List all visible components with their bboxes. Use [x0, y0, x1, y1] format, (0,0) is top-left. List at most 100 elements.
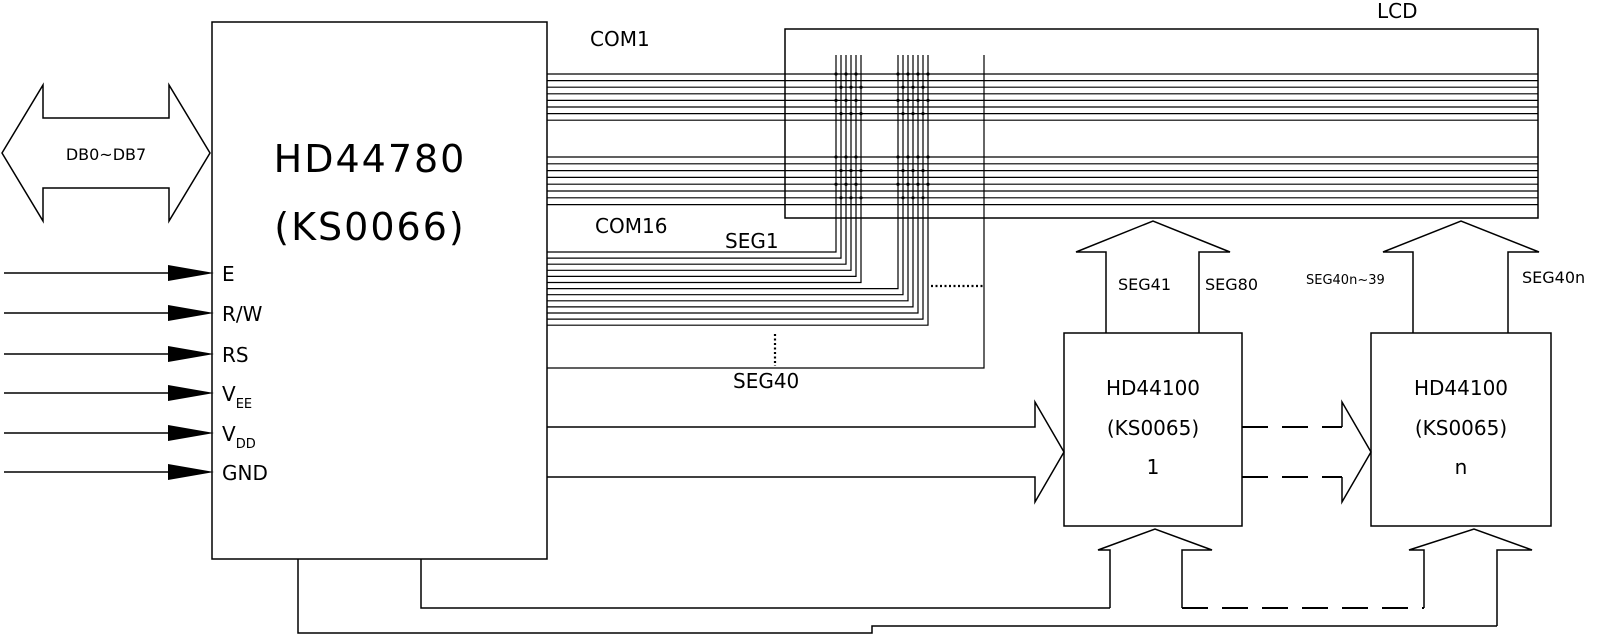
pixel-dot	[859, 169, 863, 173]
driver-n-input-arrow	[1408, 528, 1533, 626]
seg-line	[547, 55, 904, 296]
pixel-dot	[916, 98, 920, 102]
pixel-dot	[844, 72, 848, 76]
com16-label: COM16	[595, 214, 667, 238]
pin-label: GND	[222, 461, 268, 485]
driver-1-name: HD44100	[1106, 376, 1200, 400]
seg-line	[547, 55, 857, 277]
pixel-dot	[854, 72, 858, 76]
pin-0: E	[4, 262, 235, 286]
pixel-dot	[839, 169, 843, 173]
pixel-dot	[911, 169, 915, 173]
driver-1: HD44100 (KS0065) 1	[1063, 332, 1243, 527]
driver-n-alt-name: (KS0065)	[1415, 416, 1507, 440]
pixel-dot	[896, 182, 900, 186]
controller-to-driver-1-arrow	[547, 399, 1065, 505]
pixel-dot	[849, 169, 853, 173]
driver-n-seg-left-label: SEG40n~39	[1306, 273, 1385, 288]
pixel-dot	[844, 182, 848, 186]
pin-label: E	[222, 262, 235, 286]
pixel-dot	[859, 196, 863, 200]
pixel-dot	[854, 182, 858, 186]
pin-1: R/W	[4, 302, 263, 326]
pixel-dot	[844, 155, 848, 159]
pixel-dot	[911, 85, 915, 89]
driver-n-name: HD44100	[1414, 376, 1508, 400]
pixel-dot	[921, 85, 925, 89]
pixel-dot	[906, 98, 910, 102]
driver-1-index: 1	[1147, 455, 1160, 479]
pixel-dot	[901, 196, 905, 200]
seg-line	[547, 55, 909, 302]
controller-alt-name: (KS0066)	[274, 205, 465, 249]
pixel-dot	[921, 112, 925, 116]
seg40-label: SEG40	[733, 369, 799, 393]
driver-1-seg-left-label: SEG41	[1118, 275, 1171, 294]
pin-2: RS	[4, 343, 249, 367]
pixel-dot	[921, 169, 925, 173]
lcd-label: LCD	[1377, 0, 1418, 23]
pixel-dot	[839, 85, 843, 89]
seg-line	[547, 55, 862, 284]
pixel-dot	[901, 85, 905, 89]
pixel-dot	[849, 196, 853, 200]
pixel-dot	[834, 182, 838, 186]
pixel-dot	[834, 155, 838, 159]
pixel-dot	[911, 112, 915, 116]
com-lines	[547, 73, 1538, 206]
driver-1-alt-name: (KS0065)	[1107, 416, 1199, 440]
driver-n: HD44100 (KS0065) n	[1370, 332, 1552, 527]
pixel-dot	[896, 98, 900, 102]
driver-1-to-driver-n-arrow	[1242, 399, 1372, 505]
pixel-dot	[859, 112, 863, 116]
pixel-dot	[926, 155, 930, 159]
pixel-dot	[906, 182, 910, 186]
pixel-dot	[926, 98, 930, 102]
seg-lines	[547, 55, 985, 369]
pin-5: GND	[4, 461, 268, 485]
pixel-dot	[906, 155, 910, 159]
com1-label: COM1	[590, 27, 650, 51]
pixel-dot	[839, 196, 843, 200]
driver-1-seg-right-label: SEG80	[1205, 275, 1258, 294]
seg-line	[547, 55, 929, 326]
driver-1-seg-arrow: SEG41 SEG80	[1075, 220, 1258, 333]
seg-line	[547, 55, 847, 265]
pixel-dot	[849, 112, 853, 116]
data-bus-label: DB0~DB7	[66, 145, 146, 164]
pixel-dot	[901, 169, 905, 173]
pixel-dot	[844, 98, 848, 102]
pixel-dot	[906, 72, 910, 76]
pixel-dot	[834, 98, 838, 102]
seg-line	[547, 55, 852, 271]
driver-n-seg-arrow: SEG40n~39 SEG40n	[1306, 220, 1585, 333]
pixel-dot	[896, 155, 900, 159]
seg-line	[547, 55, 924, 320]
seg-line	[547, 55, 985, 369]
controller-hd44780: HD44780 (KS0066)	[211, 21, 548, 560]
pixel-dot	[921, 196, 925, 200]
pixel-dot	[926, 182, 930, 186]
pixel-dot	[854, 155, 858, 159]
driver-n-seg-right-label: SEG40n	[1522, 268, 1585, 287]
pixel-dot	[901, 112, 905, 116]
pixel-dot	[839, 112, 843, 116]
controller-name: HD44780	[274, 137, 467, 181]
seg-line	[547, 55, 842, 259]
seg-line	[547, 55, 837, 253]
seg-line	[547, 55, 919, 314]
seg-line	[547, 55, 914, 308]
driver-n-index: n	[1455, 455, 1468, 479]
data-bus-arrow: DB0~DB7	[1, 82, 211, 224]
pin-label: R/W	[222, 302, 263, 326]
controller-bottom-wires	[297, 559, 1497, 634]
pixel-dot	[916, 72, 920, 76]
seg1-label: SEG1	[725, 229, 779, 253]
lcd-panel: LCD	[547, 0, 1539, 369]
pixel-dot	[896, 72, 900, 76]
pin-label: RS	[222, 343, 249, 367]
pixel-dot	[854, 98, 858, 102]
pixel-dot	[849, 85, 853, 89]
pixel-dot	[834, 72, 838, 76]
